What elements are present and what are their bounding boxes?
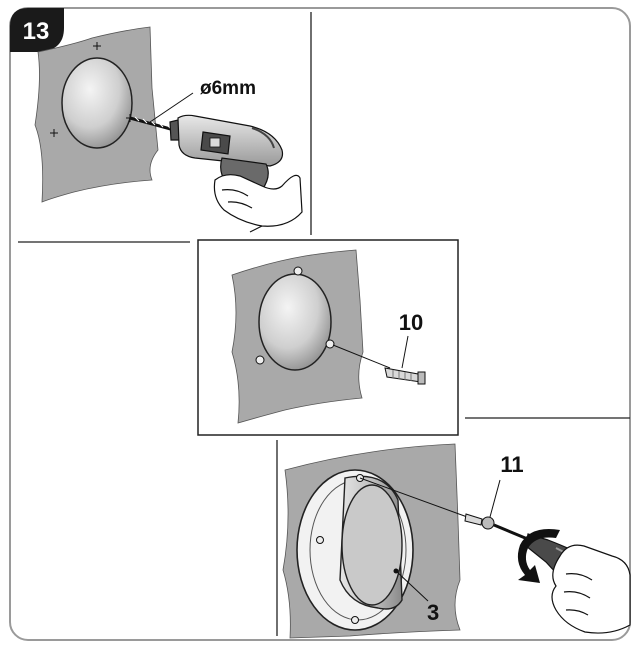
alignment-line [359,477,471,519]
wall-plug-icon [384,367,426,385]
flange-part-label: 3 [427,600,439,625]
anchor-panel: 10 [197,239,459,436]
screw-icon [464,513,495,530]
label-leader [401,335,409,369]
wall-hole [258,273,332,371]
drill-size-label: ø6mm [200,78,256,99]
wall-hole [61,57,133,149]
screw-hole-icons [316,474,364,624]
label-leader [395,570,429,602]
screw-hole-icons [255,266,335,365]
wall-plug-label: 10 [399,310,423,335]
step-badge: 13 [10,8,64,52]
label-leader [489,479,501,518]
screw-label: 11 [500,452,523,477]
alignment-line [332,344,391,369]
separator-lines [18,12,630,636]
drill-panel: ø6mm [34,26,303,233]
hand-icon [551,544,631,634]
label-leader [149,92,194,123]
step-number: 13 [23,18,50,45]
screw-panel: 3 11 [282,443,631,639]
rotation-arrow-icon [517,529,560,583]
hand-icon [213,174,303,233]
duct-tube-opening [341,484,403,606]
